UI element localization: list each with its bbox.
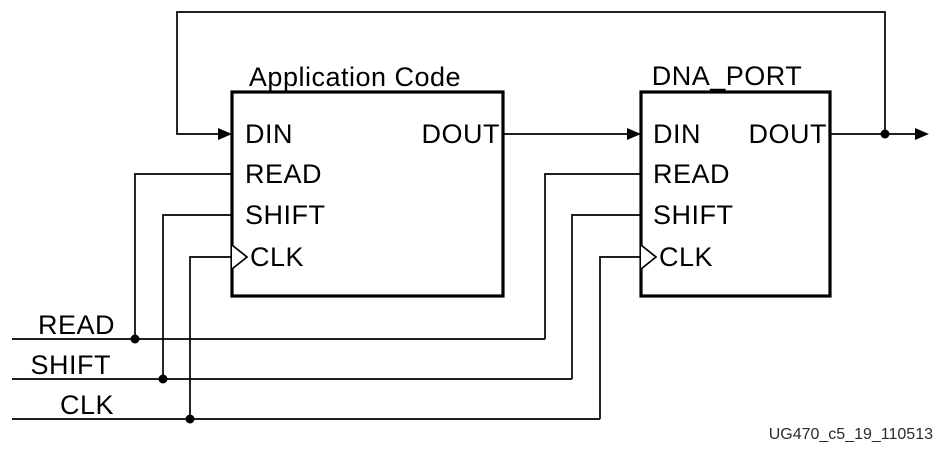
shift-to-app-wire: [162, 214, 232, 379]
app-port-din-label: DIN: [245, 119, 293, 149]
clk-to-dna-wire: [599, 256, 641, 419]
read-to-dna-wire: [544, 173, 641, 339]
clk-to-app-wire: [189, 256, 232, 419]
output-arrowhead: [915, 128, 929, 140]
dna-port-block: [639, 90, 832, 298]
app-block-title: Application Code: [249, 62, 461, 92]
figure-id-caption: UG470_c5_19_110513: [769, 426, 933, 443]
arrowhead-into-app-din: [218, 128, 232, 140]
application-code-block: [230, 90, 505, 298]
app-port-dout-label: DOUT: [422, 119, 501, 149]
dna-port-clk-label: CLK: [659, 242, 713, 272]
clk-junction-dot: [185, 414, 195, 424]
dna-port-dout-label: DOUT: [749, 119, 828, 149]
arrowhead-into-dna-din: [627, 128, 641, 140]
shift-to-dna-wire: [571, 214, 641, 379]
feedback-wire: [176, 11, 886, 135]
bus-read-label: READ: [38, 310, 115, 340]
dna-port-din-label: DIN: [653, 119, 701, 149]
bus-clk-label: CLK: [60, 390, 114, 420]
read-to-app-wire: [134, 173, 232, 339]
app-port-shift-label: SHIFT: [245, 200, 326, 230]
app-port-read-label: READ: [245, 159, 322, 189]
dna-port-read-label: READ: [653, 159, 730, 189]
dna-port-shift-label: SHIFT: [653, 200, 734, 230]
dna-clock-edge-icon: [640, 244, 658, 270]
bus-shift-label: SHIFT: [31, 350, 112, 380]
shift-junction-dot: [158, 374, 168, 384]
app-clock-edge-icon: [231, 244, 249, 270]
app-port-clk-label: CLK: [250, 242, 304, 272]
read-junction-dot: [130, 334, 140, 344]
dna-block-title: DNA_PORT: [652, 61, 803, 91]
dout-feedback-junction-dot: [880, 129, 890, 139]
